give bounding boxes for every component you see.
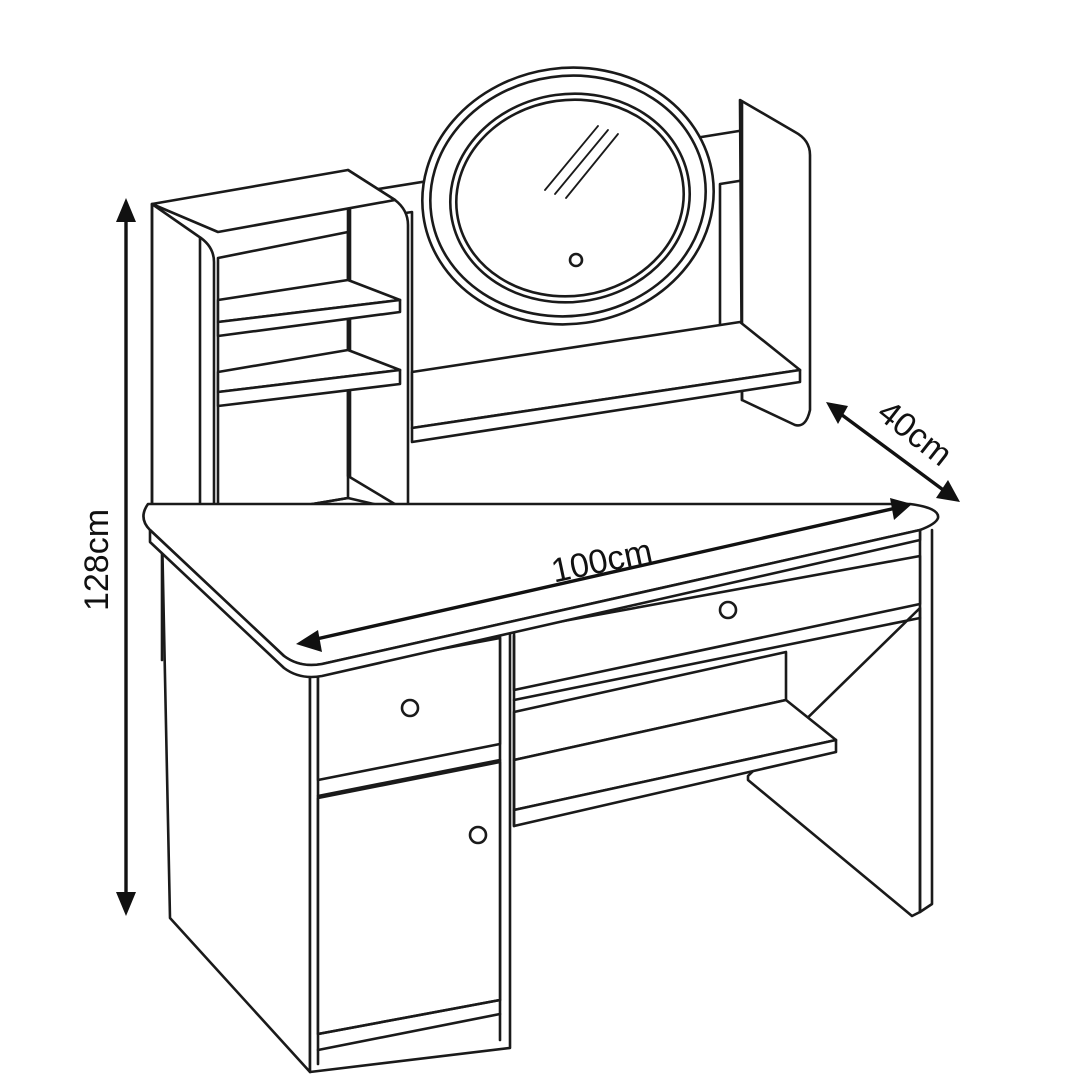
center-shelf [410, 320, 802, 444]
arrow-back-head [826, 402, 848, 424]
height-label: 128cm [78, 509, 116, 611]
arrow-left-head [296, 630, 322, 652]
arrow-front-head [936, 480, 960, 502]
round-mirror [421, 66, 715, 326]
depth-dimension: 40cm [826, 393, 960, 502]
height-dimension: 128cm [78, 198, 136, 916]
arrow-right-head [890, 498, 912, 520]
mirror-touch-button [568, 252, 584, 268]
arrow-up-head [116, 198, 136, 222]
top-drawer-knob [718, 600, 738, 620]
cabinet-door-knob [468, 825, 488, 845]
left-shelf-unit [150, 168, 410, 554]
left-drawer-knob [400, 698, 420, 718]
depth-label: 40cm [870, 393, 959, 474]
arrow-down-head [116, 892, 136, 916]
